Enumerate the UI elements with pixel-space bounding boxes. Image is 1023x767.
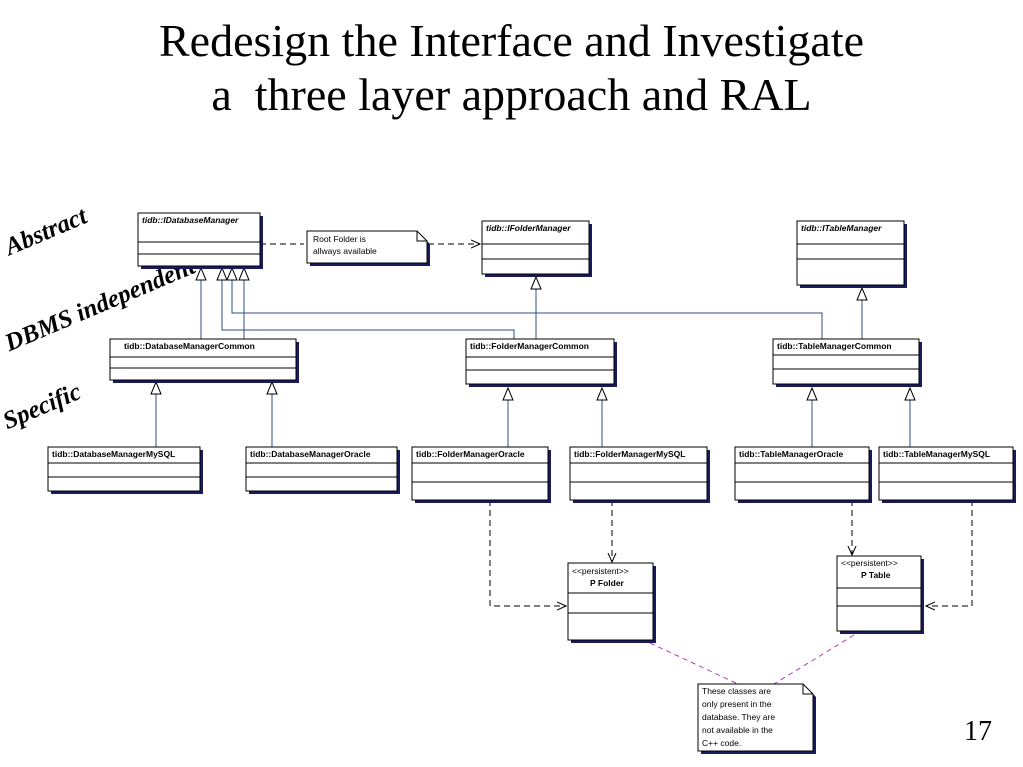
inheritance-arrowheads xyxy=(150,266,916,401)
class-p-table: <<persistent>> P Table xyxy=(836,555,924,634)
class-table-manager-mysql: tidb::TableManagerMySQL xyxy=(878,446,1016,503)
class-table-manager-oracle: tidb::TableManagerOracle xyxy=(734,446,872,503)
page-number: 17 xyxy=(964,716,992,747)
class-database-manager-mysql: tidb::DatabaseManagerMySQL xyxy=(47,446,203,494)
class-name: tidb::DatabaseManagerCommon xyxy=(124,341,255,351)
class-database-manager-common: tidb::DatabaseManagerCommon xyxy=(109,338,299,383)
class-p-folder: <<persistent>> P Folder xyxy=(567,562,656,643)
class-i-database-manager: tidb::IDatabaseManager xyxy=(137,212,263,269)
title-line-2: a three layer approach and RAL xyxy=(211,69,812,120)
note-line: Root Folder is xyxy=(313,234,366,244)
class-name: tidb::TableManagerOracle xyxy=(739,449,843,459)
class-table-manager-common: tidb::TableManagerCommon xyxy=(772,338,922,387)
stereotype: <<persistent>> xyxy=(572,566,629,576)
stereotype: <<persistent>> xyxy=(841,558,898,568)
note-line: allways available xyxy=(313,246,377,256)
inheritance-connectors xyxy=(155,278,911,447)
slide-title: Redesign the Interface and Investigate a… xyxy=(0,14,1023,122)
note-persistent-classes: These classes are only present in the da… xyxy=(697,683,816,754)
dependency-connectors xyxy=(260,244,973,606)
title-line-1: Redesign the Interface and Investigate xyxy=(158,15,865,66)
class-name: tidb::IDatabaseManager xyxy=(142,215,239,225)
note-line: not available in the xyxy=(702,725,773,735)
class-name: tidb::TableManagerMySQL xyxy=(883,449,990,459)
class-folder-manager-mysql: tidb::FolderManagerMySQL xyxy=(569,446,710,503)
class-name: tidb::DatabaseManagerMySQL xyxy=(52,449,175,459)
class-name: tidb::ITableManager xyxy=(801,223,882,233)
note-line: These classes are xyxy=(702,686,771,696)
note-line: only present in the xyxy=(702,699,772,709)
class-i-folder-manager: tidb::IFolderManager xyxy=(481,220,592,277)
class-name: tidb::TableManagerCommon xyxy=(777,341,892,351)
note-line: C++ code. xyxy=(702,738,741,748)
class-i-table-manager: tidb::ITableManager xyxy=(796,220,907,288)
class-name: tidb::FolderManagerMySQL xyxy=(574,449,685,459)
class-name: tidb::FolderManagerOracle xyxy=(416,449,525,459)
class-folder-manager-oracle: tidb::FolderManagerOracle xyxy=(411,446,551,503)
class-name: tidb::IFolderManager xyxy=(486,223,571,233)
class-folder-manager-common: tidb::FolderManagerCommon xyxy=(465,338,617,387)
note-links xyxy=(649,634,855,685)
class-name: P Table xyxy=(861,570,891,580)
class-database-manager-oracle: tidb::DatabaseManagerOracle xyxy=(245,446,400,494)
class-name: tidb::FolderManagerCommon xyxy=(470,341,589,351)
class-name: tidb::DatabaseManagerOracle xyxy=(250,449,371,459)
note-line: database. They are xyxy=(702,712,775,722)
note-root-folder: Root Folder is allways available xyxy=(306,230,430,266)
class-name: P Folder xyxy=(590,578,625,588)
